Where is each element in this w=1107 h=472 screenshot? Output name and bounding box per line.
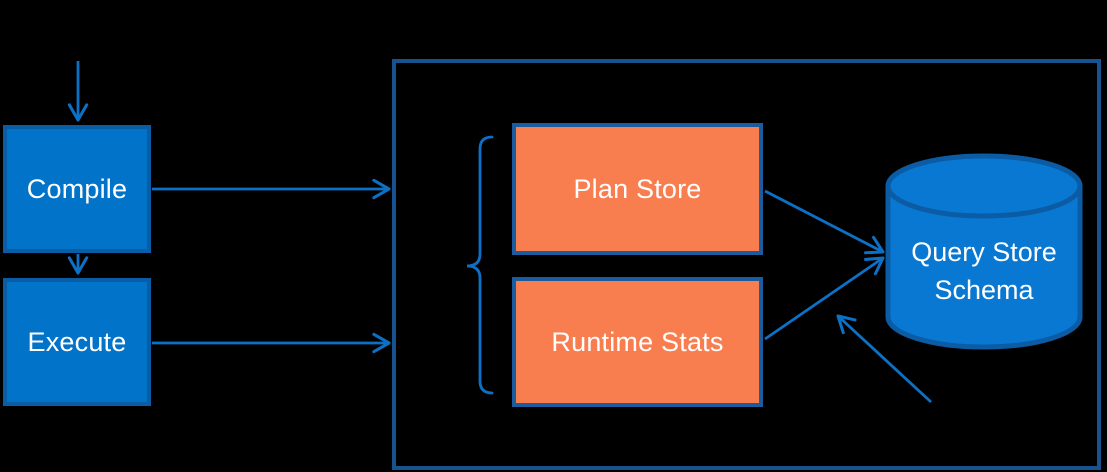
arrow-plan-store-to-schema <box>764 189 885 255</box>
execute-node: Execute <box>3 278 151 406</box>
plan-store-label: Plan Store <box>573 173 702 204</box>
arrow-runtime-stats-to-schema <box>764 256 885 341</box>
query-store-container-outline <box>392 59 1101 470</box>
cylinder-top <box>885 153 1083 219</box>
compile-label: Compile <box>26 173 128 204</box>
cylinder-body <box>885 186 1083 350</box>
arrow-async-to-schema <box>836 314 932 404</box>
plan-store-node: Plan Store <box>512 123 763 255</box>
compile-node: Compile <box>3 125 151 253</box>
database-cylinder-icon <box>885 153 1083 350</box>
left-brace <box>466 135 494 395</box>
runtime-stats-node: Runtime Stats <box>512 277 763 407</box>
query-store-schema-label: Query Store Schema <box>911 237 1057 305</box>
execute-label: Execute <box>27 326 127 357</box>
runtime-stats-label: Runtime Stats <box>551 326 724 357</box>
